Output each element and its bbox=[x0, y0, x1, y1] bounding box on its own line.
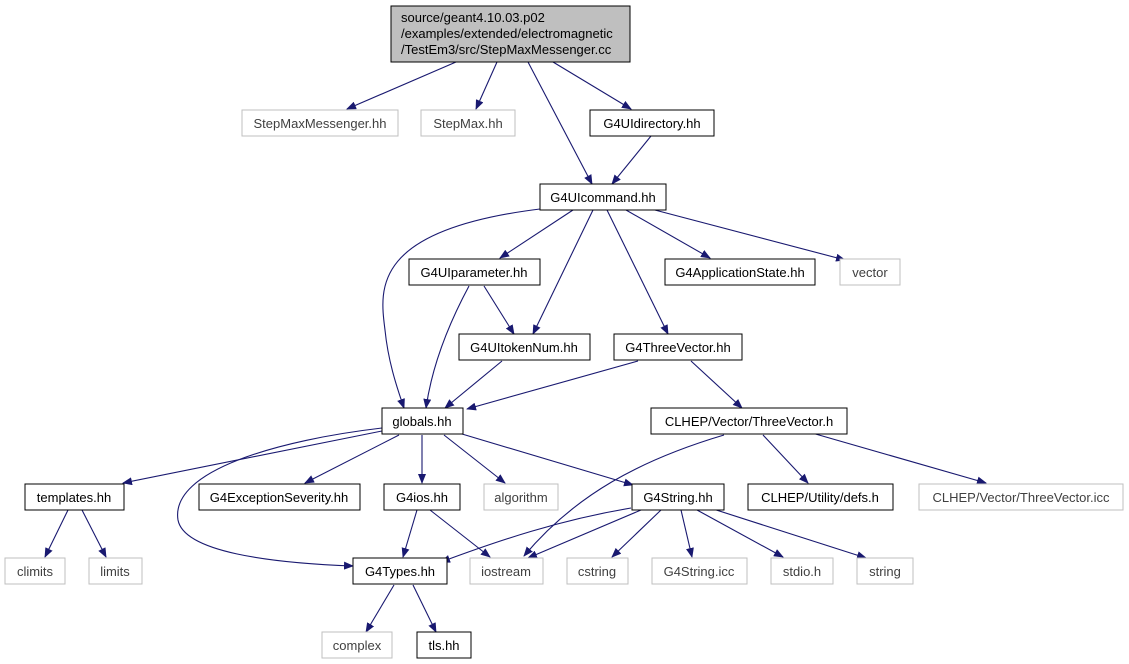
node-vector: vector bbox=[839, 258, 901, 286]
node-g4ios-hh[interactable]: G4ios.hh bbox=[383, 483, 461, 511]
edge-globals-g4string bbox=[461, 433, 634, 487]
edge-g4threevector-globals bbox=[466, 360, 639, 411]
node-label: G4ExceptionSeverity.hh bbox=[210, 490, 349, 505]
node-string: string bbox=[856, 557, 914, 585]
edge-g4uiparameter-globals bbox=[423, 285, 470, 409]
node-label: G4UIdirectory.hh bbox=[603, 116, 700, 131]
edge-g4uicommand-g4uitokennum bbox=[532, 209, 594, 335]
edge-g4types-complex bbox=[365, 584, 395, 633]
node-templates-hh[interactable]: templates.hh bbox=[24, 483, 125, 511]
node-g4uitokennum-hh[interactable]: G4UItokenNum.hh bbox=[458, 333, 591, 361]
edge-g4uiparameter-g4uitokennum bbox=[483, 285, 515, 335]
node-label: vector bbox=[852, 265, 888, 280]
node-label: G4UIparameter.hh bbox=[421, 265, 528, 280]
node-iostream: iostream bbox=[469, 557, 544, 585]
edge-g4uidirectory-g4uicommand bbox=[611, 135, 652, 185]
node-g4types-hh[interactable]: G4Types.hh bbox=[352, 557, 448, 585]
edge-clhep-threevector-iostream bbox=[523, 434, 725, 557]
node-clhep-vector-threevector-h[interactable]: CLHEP/Vector/ThreeVector.h bbox=[650, 407, 848, 435]
edge-templates-limits bbox=[81, 509, 107, 558]
root-line-2: /examples/extended/electromagnetic bbox=[401, 26, 613, 41]
edge-g4string-stdio bbox=[696, 509, 784, 558]
edge-g4uicommand-g4uiparameter bbox=[499, 209, 574, 259]
root-line-3: /TestEm3/src/StepMaxMessenger.cc bbox=[401, 42, 612, 57]
node-label: iostream bbox=[481, 564, 531, 579]
node-g4uicommand-hh[interactable]: G4UIcommand.hh bbox=[539, 183, 667, 211]
node-label: CLHEP/Vector/ThreeVector.h bbox=[665, 414, 833, 429]
node-label: CLHEP/Vector/ThreeVector.icc bbox=[932, 490, 1110, 505]
edge-g4string-cstring bbox=[611, 509, 662, 558]
nodes: source/geant4.10.03.p02 /examples/extend… bbox=[4, 5, 1124, 659]
edge-g4string-iostream bbox=[527, 509, 642, 559]
node-g4string-icc: G4String.icc bbox=[651, 557, 748, 585]
node-stepmaxmessenger-hh: StepMaxMessenger.hh bbox=[241, 109, 399, 137]
node-label: G4UItokenNum.hh bbox=[470, 340, 578, 355]
node-root-file[interactable]: source/geant4.10.03.p02 /examples/extend… bbox=[390, 5, 631, 63]
node-label: G4ThreeVector.hh bbox=[625, 340, 731, 355]
node-algorithm: algorithm bbox=[483, 483, 559, 511]
node-globals-hh[interactable]: globals.hh bbox=[381, 407, 464, 435]
node-label: G4UIcommand.hh bbox=[550, 190, 656, 205]
node-clhep-utility-defs-h[interactable]: CLHEP/Utility/defs.h bbox=[747, 483, 894, 511]
node-g4exceptionseverity-hh[interactable]: G4ExceptionSeverity.hh bbox=[198, 483, 361, 511]
root-line-1: source/geant4.10.03.p02 bbox=[401, 10, 545, 25]
node-label: G4Types.hh bbox=[365, 564, 435, 579]
edge-g4string-string bbox=[709, 507, 867, 560]
edge-templates-climits bbox=[44, 509, 69, 558]
node-limits: limits bbox=[88, 557, 143, 585]
edge-globals-algorithm bbox=[443, 434, 506, 484]
edge-g4ios-iostream bbox=[429, 509, 491, 558]
node-label: StepMax.hh bbox=[433, 116, 502, 131]
edge-root-g4uidirectory bbox=[552, 61, 632, 110]
node-label: cstring bbox=[578, 564, 616, 579]
node-label: string bbox=[869, 564, 901, 579]
node-g4applicationstate-hh[interactable]: G4ApplicationState.hh bbox=[664, 258, 816, 286]
node-cstring: cstring bbox=[566, 557, 629, 585]
node-climits: climits bbox=[4, 557, 66, 585]
node-label: tls.hh bbox=[428, 638, 459, 653]
node-label: globals.hh bbox=[392, 414, 451, 429]
edge-globals-templates bbox=[122, 430, 383, 486]
node-label: algorithm bbox=[494, 490, 547, 505]
node-tls-hh[interactable]: tls.hh bbox=[416, 631, 472, 659]
node-label: G4String.icc bbox=[664, 564, 735, 579]
node-label: CLHEP/Utility/defs.h bbox=[761, 490, 879, 505]
edges bbox=[44, 61, 987, 633]
node-label: limits bbox=[100, 564, 130, 579]
node-label: stdio.h bbox=[783, 564, 821, 579]
node-label: climits bbox=[17, 564, 54, 579]
node-g4threevector-hh[interactable]: G4ThreeVector.hh bbox=[613, 333, 743, 361]
node-g4uidirectory-hh[interactable]: G4UIdirectory.hh bbox=[589, 109, 715, 137]
edge-g4uicommand-g4threevector bbox=[606, 209, 669, 335]
node-g4uiparameter-hh[interactable]: G4UIparameter.hh bbox=[408, 258, 541, 286]
edge-root-g4uicommand bbox=[527, 61, 593, 185]
edge-clhep-threevector-icc bbox=[811, 432, 987, 485]
node-clhep-vector-threevector-icc: CLHEP/Vector/ThreeVector.icc bbox=[918, 483, 1124, 511]
node-g4string-hh[interactable]: G4String.hh bbox=[631, 483, 725, 511]
node-label: complex bbox=[333, 638, 382, 653]
node-label: G4ios.hh bbox=[396, 490, 448, 505]
edge-root-stepmaxmessenger bbox=[346, 61, 457, 110]
edge-g4threevector-clhep-threevector bbox=[690, 360, 743, 409]
node-label: G4ApplicationState.hh bbox=[675, 265, 804, 280]
edge-root-stepmax bbox=[475, 61, 498, 110]
node-label: StepMaxMessenger.hh bbox=[254, 116, 387, 131]
edge-g4uicommand-g4applicationstate bbox=[625, 209, 711, 259]
node-stdio-h: stdio.h bbox=[770, 557, 834, 585]
edge-g4uicommand-globals bbox=[382, 208, 541, 409]
edge-g4uicommand-vector bbox=[650, 208, 846, 262]
edge-clhep-threevector-defs bbox=[762, 434, 809, 484]
node-stepmax-hh: StepMax.hh bbox=[420, 109, 516, 137]
edge-g4uitokennum-globals bbox=[444, 360, 503, 409]
edge-g4ios-g4types bbox=[401, 509, 418, 558]
node-label: templates.hh bbox=[37, 490, 111, 505]
edge-g4string-g4types bbox=[440, 507, 632, 563]
node-label: G4String.hh bbox=[643, 490, 712, 505]
node-complex: complex bbox=[321, 631, 393, 659]
edge-globals-g4types bbox=[177, 427, 383, 570]
edge-g4types-tls bbox=[412, 584, 437, 633]
edge-globals-g4exceptionseverity bbox=[304, 434, 400, 484]
edge-g4string-g4string-icc bbox=[680, 509, 694, 558]
